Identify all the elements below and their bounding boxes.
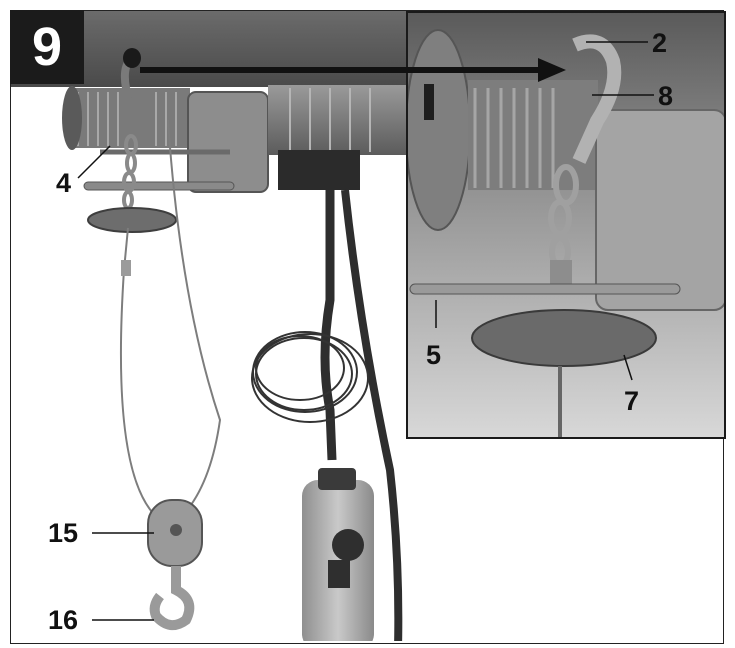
stop-weight [87, 207, 177, 233]
chain-links [122, 134, 138, 210]
inset-closeup [408, 12, 726, 438]
inset-support-bar [409, 283, 681, 295]
gear-housing [187, 91, 269, 193]
inset-border [406, 11, 726, 439]
callout-8: 8 [658, 81, 674, 111]
leader-lines [77, 41, 654, 621]
inset-drum [468, 80, 598, 190]
figure-number-badge: 9 [10, 10, 84, 84]
callout-16: 16 [48, 605, 79, 635]
switch-box [278, 150, 360, 190]
callout-5: 5 [426, 340, 442, 370]
callout-4: 4 [56, 168, 72, 198]
support-bar [83, 181, 235, 191]
wire-rope [119, 119, 222, 521]
load-hook [149, 566, 195, 631]
inset-drum-flange [408, 29, 471, 231]
pendant-button [332, 529, 364, 561]
inset-stop-weight [471, 309, 657, 367]
zoom-arrow [140, 58, 566, 82]
callout-7: 7 [624, 386, 640, 416]
callout-15: 15 [48, 518, 79, 548]
inset-gearbox [595, 109, 726, 311]
motor [268, 85, 410, 155]
callout-2: 2 [652, 28, 668, 58]
